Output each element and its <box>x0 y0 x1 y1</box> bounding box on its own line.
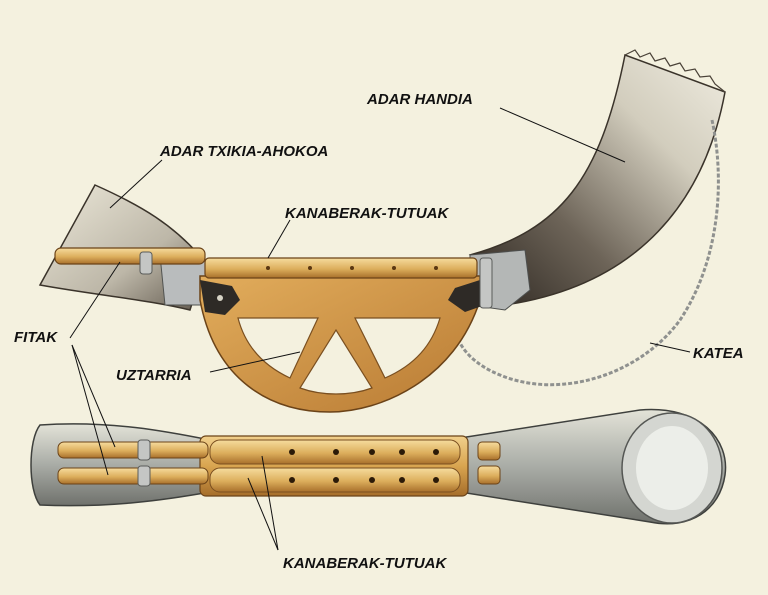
top-reed-ring <box>139 251 153 275</box>
top-tube-holes <box>266 266 438 270</box>
bell-opening-inner <box>636 426 708 510</box>
label-kanaberak-top: KANABERAK-TUTUAK <box>285 205 449 222</box>
yoke-window-right <box>354 317 441 379</box>
bottom-reed-ring-upper <box>137 439 151 461</box>
bottom-reed-upper <box>57 441 209 459</box>
big-horn-serrated-rim <box>624 49 726 93</box>
label-kanaberak-bottom: KANABERAK-TUTUAK <box>283 555 447 572</box>
label-uztarria: UZTARRIA <box>116 367 192 384</box>
top-reed-pipe <box>54 247 206 265</box>
chain <box>456 119 720 387</box>
label-adar-txikia: ADAR TXIKIA-AHOKOA <box>159 143 328 160</box>
yoke-window-bottom <box>299 328 373 395</box>
left-rivet <box>217 295 223 301</box>
yoke-window-left <box>237 317 319 379</box>
leader-lines <box>69 107 691 551</box>
big-horn <box>468 53 726 306</box>
main-cane-tube <box>204 257 478 279</box>
bottom-instrument <box>30 408 727 525</box>
bottom-reed-lower <box>57 467 209 485</box>
label-fitak: FITAK <box>14 329 58 346</box>
top-instrument <box>38 49 726 413</box>
right-bracket <box>448 280 482 312</box>
bottom-right-reed-lower <box>477 465 501 485</box>
right-reed-ring <box>479 257 493 309</box>
bottom-tube-holes <box>289 449 439 483</box>
bottom-right-reed-upper <box>477 441 501 461</box>
bottom-small-horn <box>30 423 211 507</box>
bottom-reed-ring-lower <box>137 465 151 487</box>
label-adar-handia: ADAR HANDIA <box>366 91 473 108</box>
label-katea: KATEA <box>693 345 744 362</box>
